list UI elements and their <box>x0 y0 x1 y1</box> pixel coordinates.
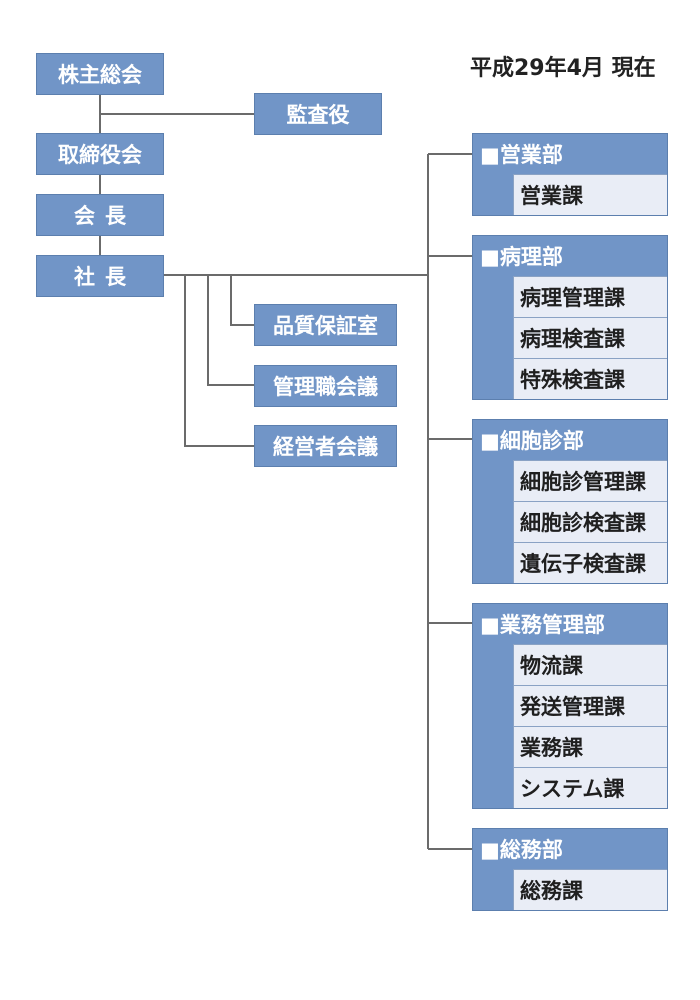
auditor-box: 監査役 <box>254 93 382 135</box>
shareholders-meeting-box: 株主総会 <box>36 53 164 95</box>
dept-sales-title: ■営業部 <box>480 143 563 167</box>
board-of-directors-box: 取締役会 <box>36 133 164 175</box>
dept-operations-title: ■業務管理部 <box>480 613 605 637</box>
dept-pathology-title: ■病理部 <box>480 245 563 269</box>
dept-cytology-title: ■細胞診部 <box>480 429 584 453</box>
section-item: 物流課 <box>513 644 667 685</box>
section-item: 特殊検査課 <box>513 358 667 399</box>
connector-executives <box>184 275 255 447</box>
dept-general-affairs: ■総務部 総務課 <box>472 828 668 911</box>
section-item: 細胞診検査課 <box>513 501 667 542</box>
executives-meeting-box: 経営者会議 <box>254 425 397 467</box>
connector-quality <box>230 275 255 326</box>
section-item: 病理検査課 <box>513 317 667 358</box>
section-item: 遺伝子検査課 <box>513 542 667 583</box>
as-of-date-label: 平成29年4月 現在 <box>470 56 656 81</box>
dept-operations: ■業務管理部 物流課 発送管理課 業務課 システム課 <box>472 603 668 809</box>
president-box: 社長 <box>36 255 164 297</box>
dept-cytology: ■細胞診部 細胞診管理課 細胞診検査課 遺伝子検査課 <box>472 419 668 584</box>
chairman-box: 会長 <box>36 194 164 236</box>
section-item: 病理管理課 <box>513 276 667 317</box>
dept-general-affairs-title: ■総務部 <box>480 838 563 862</box>
dept-sales: ■営業部 営業課 <box>472 133 668 216</box>
section-item: 細胞診管理課 <box>513 460 667 501</box>
management-meeting-box: 管理職会議 <box>254 365 397 407</box>
section-item: 営業課 <box>513 174 667 215</box>
quality-assurance-office-box: 品質保証室 <box>254 304 397 346</box>
section-item: 発送管理課 <box>513 685 667 726</box>
section-item: 総務課 <box>513 869 667 910</box>
connector-management <box>207 275 255 386</box>
section-item: システム課 <box>513 767 667 808</box>
section-item: 業務課 <box>513 726 667 767</box>
dept-pathology: ■病理部 病理管理課 病理検査課 特殊検査課 <box>472 235 668 400</box>
